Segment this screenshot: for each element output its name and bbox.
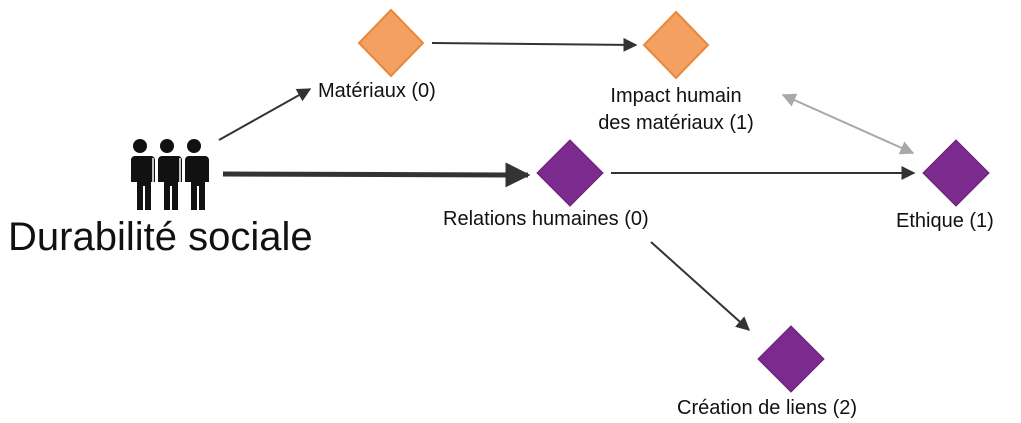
edge-root-to-relations (222, 162, 531, 188)
node-ethique-diamond[interactable] (922, 139, 990, 207)
edge-root-to-materiaux (218, 88, 312, 141)
node-impact-label: Impact humain des matériaux (1) (576, 83, 776, 137)
node-impact-diamond[interactable] (642, 10, 710, 80)
edge-materiaux-to-impact (431, 37, 638, 52)
node-materiaux-diamond[interactable] (357, 8, 425, 78)
root-title: Durabilité sociale (8, 215, 313, 259)
edge-relations-to-creation (650, 241, 751, 331)
node-impact-label-line1: Impact humain (610, 85, 742, 107)
node-materiaux-label: Matériaux (0) (318, 80, 436, 102)
node-relations-diamond[interactable] (536, 139, 604, 207)
node-ethique-label: Ethique (1) (896, 210, 994, 232)
node-creation-label: Création de liens (2) (677, 397, 858, 419)
people-group-icon (129, 139, 209, 210)
node-relations-label: Relations humaines (0) (443, 208, 649, 230)
node-creation-diamond[interactable] (757, 325, 825, 393)
edge-impact-ethique-bidirectional (781, 93, 915, 155)
node-impact-label-line2: des matériaux (1) (598, 112, 754, 134)
